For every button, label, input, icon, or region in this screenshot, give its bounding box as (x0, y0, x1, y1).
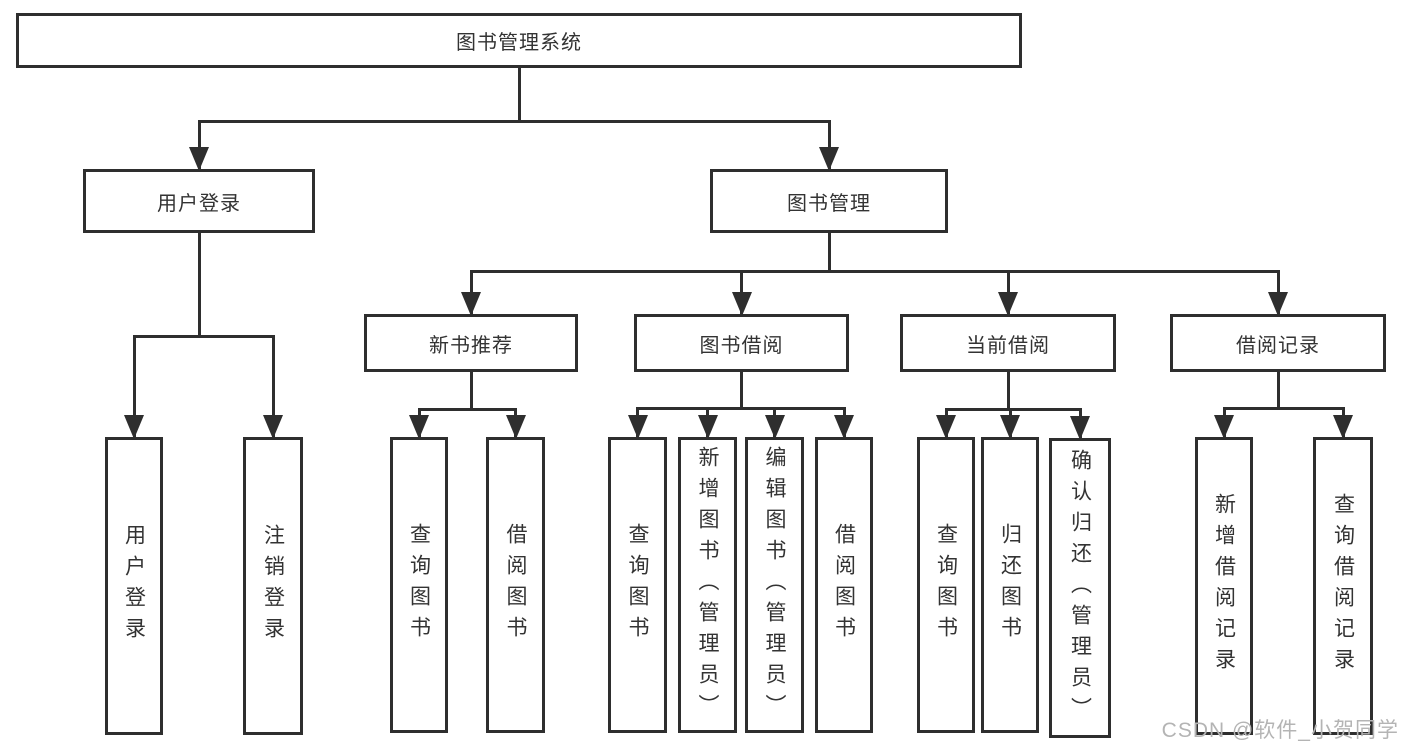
connector-line (271, 336, 275, 437)
node-label-leaf-query-book-cur: 查询图书 (934, 523, 958, 647)
node-label-leaf-query-book-new: 查询图书 (407, 523, 431, 647)
node-label-leaf-query-record: 查询借阅记录 (1331, 493, 1355, 679)
connector-arrow (819, 147, 839, 171)
node-label-current-borrow: 当前借阅 (966, 334, 1050, 357)
connector-arrow (1214, 415, 1234, 439)
connector-arrow (505, 415, 526, 439)
node-label-book-mgmt: 图书管理 (787, 192, 871, 215)
connector-line (132, 334, 275, 338)
node-label-leaf-borrow-book: 借阅图书 (832, 523, 856, 647)
connector-line (944, 407, 1082, 411)
node-label-new-book-rec: 新书推荐 (429, 334, 513, 357)
node-label-leaf-add-book: 新增图书（管理员） (696, 445, 719, 725)
node-label-leaf-edit-book: 编辑图书（管理员） (763, 445, 786, 725)
connector-arrow (461, 292, 481, 316)
connector-arrow (834, 415, 854, 439)
node-leaf-edit-book: 编辑图书（管理员） (745, 437, 804, 733)
node-leaf-query-record: 查询借阅记录 (1313, 437, 1373, 735)
connector-arrow (1070, 416, 1090, 440)
node-leaf-logout: 注销登录 (243, 437, 303, 735)
connector-arrow (627, 415, 648, 439)
connector-arrow (936, 415, 956, 439)
node-label-user-login: 用户登录 (157, 192, 241, 215)
node-leaf-query-book-new: 查询图书 (390, 437, 448, 733)
connector-arrow (124, 415, 144, 439)
connector-line (132, 336, 136, 437)
node-leaf-query-book-cur: 查询图书 (917, 437, 975, 733)
connector-line (197, 233, 201, 336)
connector-arrow (1268, 292, 1288, 316)
connector-arrow (189, 147, 209, 171)
watermark: CSDN @软件_小贺同学 (1161, 719, 1399, 742)
node-label-leaf-confirm-return: 确认归还（管理员） (1068, 448, 1092, 728)
node-label-book-borrow: 图书借阅 (699, 334, 784, 357)
node-system: 图书管理系统 (16, 13, 1022, 68)
node-leaf-borrow-book: 借阅图书 (815, 437, 873, 733)
connector-arrow (764, 415, 785, 439)
node-user-login: 用户登录 (83, 169, 315, 233)
connector-line (469, 269, 1280, 273)
node-label-leaf-add-record: 新增借阅记录 (1212, 493, 1236, 679)
connector-arrow (731, 292, 752, 316)
node-leaf-add-book: 新增图书（管理员） (678, 437, 737, 733)
connector-arrow (263, 415, 283, 439)
node-leaf-add-record: 新增借阅记录 (1195, 437, 1253, 735)
connector-line (827, 233, 831, 271)
connector-line (197, 121, 201, 169)
connector-arrow (697, 415, 718, 439)
connector-line (1222, 406, 1345, 410)
connector-line (740, 372, 743, 408)
connector-line (1276, 372, 1280, 408)
connector-line (636, 406, 846, 410)
node-leaf-return-book: 归还图书 (981, 437, 1039, 733)
connector-line (197, 119, 831, 123)
node-borrow-records: 借阅记录 (1170, 314, 1386, 372)
connector-line (469, 372, 473, 409)
connector-arrow (998, 292, 1018, 316)
node-label-leaf-query-book-br: 查询图书 (626, 523, 649, 647)
node-label-leaf-logout: 注销登录 (261, 524, 285, 648)
node-current-borrow: 当前借阅 (900, 314, 1116, 372)
node-label-leaf-borrow-book-new: 借阅图书 (504, 523, 527, 647)
node-label-leaf-return-book: 归还图书 (998, 523, 1022, 647)
connector-line (417, 407, 517, 411)
connector-line (1006, 372, 1010, 409)
node-leaf-query-book-br: 查询图书 (608, 437, 667, 733)
connector-arrow (1000, 415, 1020, 439)
node-leaf-confirm-return: 确认归还（管理员） (1049, 438, 1111, 738)
node-book-borrow: 图书借阅 (634, 314, 849, 372)
connector-line (517, 68, 521, 121)
node-book-mgmt: 图书管理 (710, 169, 948, 233)
node-label-borrow-records: 借阅记录 (1236, 334, 1320, 357)
node-leaf-user-login: 用户登录 (105, 437, 163, 735)
node-new-book-rec: 新书推荐 (364, 314, 578, 372)
connector-arrow (409, 415, 429, 439)
node-label-system: 图书管理系统 (456, 32, 582, 54)
node-leaf-borrow-book-new: 借阅图书 (486, 437, 545, 733)
connector-arrow (1333, 415, 1353, 439)
node-label-leaf-user-login: 用户登录 (122, 524, 146, 648)
connector-line (827, 121, 831, 169)
